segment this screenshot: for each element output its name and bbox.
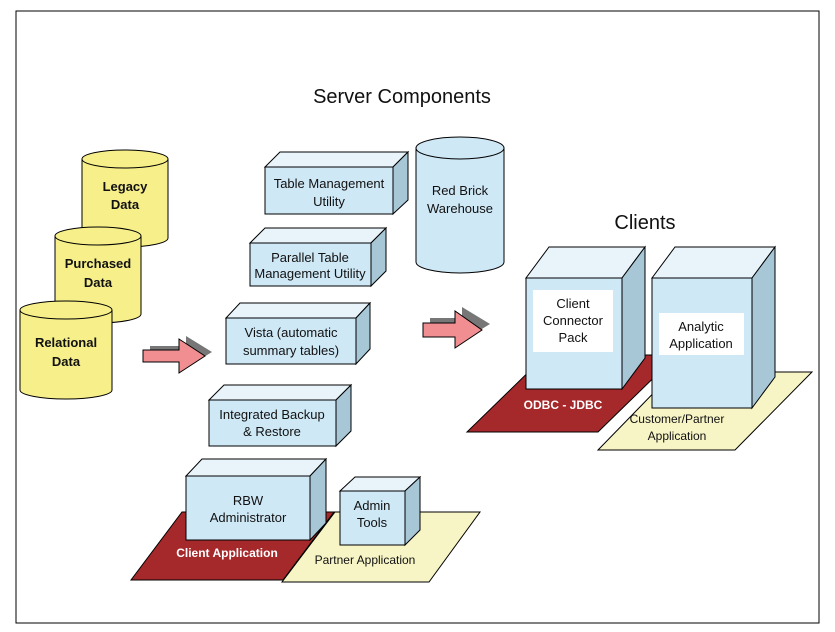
warehouse-label-2: Warehouse: [427, 201, 493, 216]
admin-tools-label-1: Admin: [354, 498, 391, 513]
vista-label-2: summary tables): [243, 343, 339, 358]
backup-label-1: Integrated Backup: [219, 407, 325, 422]
client-connector-pack-box: Client Connector Pack: [525, 245, 646, 391]
purchased-data-label-1: Purchased: [65, 256, 132, 271]
rbw-admin-label-2: Administrator: [210, 510, 287, 525]
warehouse-label-1: Red Brick: [432, 183, 489, 198]
table-management-utility-box: Table Management Utility: [263, 150, 410, 216]
parallel-table-management-box: Parallel Table Management Utility: [248, 226, 388, 288]
analytic-application-box: Analytic Application: [651, 245, 776, 410]
admin-tools-label-2: Tools: [357, 515, 388, 530]
connector-label-2: Connector: [543, 313, 604, 328]
red-brick-warehouse-cylinder: Red Brick Warehouse: [415, 136, 505, 274]
customer-partner-label-1: Customer/Partner: [630, 412, 725, 426]
vista-label-1: Vista (automatic: [245, 325, 338, 340]
partner-application-platform: [280, 511, 481, 583]
connector-label-3: Pack: [559, 330, 588, 345]
relational-data-cylinder: Relational Data: [19, 300, 113, 400]
server-to-clients-arrow: [422, 307, 490, 349]
rbw-administrator-box: RBW Administrator: [184, 457, 328, 542]
backup-label-2: & Restore: [243, 424, 301, 439]
clients-title: Clients: [614, 212, 675, 234]
analytic-label-1: Analytic: [678, 319, 724, 334]
purchased-data-label-2: Data: [84, 275, 113, 290]
table-management-label-1: Table Management: [274, 176, 385, 191]
analytic-label-2: Application: [669, 336, 733, 351]
relational-data-label-1: Relational: [35, 335, 97, 350]
partner-application-label: Partner Application: [315, 553, 416, 567]
legacy-data-label-2: Data: [111, 197, 140, 212]
table-management-label-2: Utility: [313, 194, 345, 209]
customer-partner-label-2: Application: [648, 429, 707, 443]
rbw-admin-label-1: RBW: [233, 493, 264, 508]
client-application-label: Client Application: [176, 546, 278, 560]
odbc-jdbc-label: ODBC - JDBC: [524, 398, 603, 412]
connector-label-1: Client: [556, 296, 590, 311]
sources-to-server-arrow: [142, 336, 212, 374]
legacy-data-cylinder: Legacy Data: [81, 149, 169, 248]
vista-box: Vista (automatic summary tables): [224, 301, 372, 366]
parallel-label-2: Management Utility: [254, 266, 366, 281]
server-components-title: Server Components: [313, 86, 491, 108]
relational-data-label-2: Data: [52, 354, 81, 369]
integrated-backup-box: Integrated Backup & Restore: [207, 383, 353, 448]
parallel-label-1: Parallel Table: [271, 250, 349, 265]
admin-tools-box: Admin Tools: [338, 475, 422, 547]
legacy-data-label-1: Legacy: [103, 179, 149, 194]
